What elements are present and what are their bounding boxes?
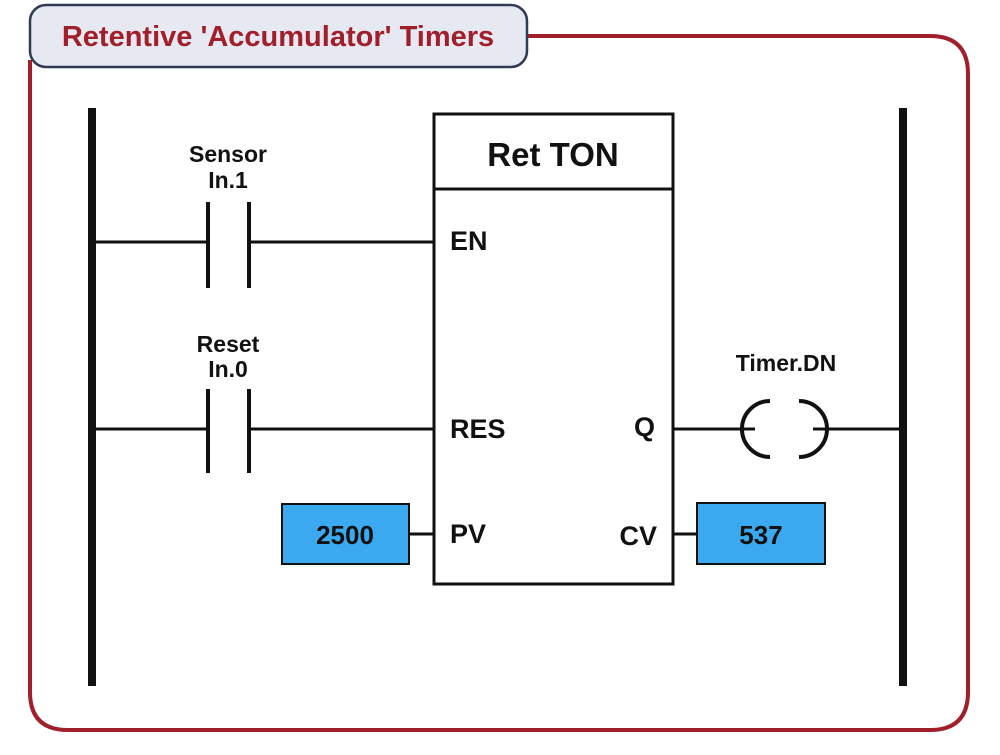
rung-enable: Sensor In.1 (92, 141, 434, 288)
input-en-label: EN (450, 226, 488, 256)
output-cv-label: CV (619, 521, 657, 551)
output-q-label: Q (634, 412, 655, 442)
current-value-box: 537 (673, 502, 826, 565)
rung-output: Timer.DN (673, 350, 903, 459)
preset-value-box: 2500 (281, 503, 434, 565)
coil-label: Timer.DN (736, 350, 837, 376)
timer-block-title: Ret TON (487, 136, 618, 173)
input-res-label: RES (450, 414, 506, 444)
sensor-contact-address: In.1 (208, 167, 248, 193)
preset-value: 2500 (316, 520, 374, 550)
outer-frame (28, 34, 970, 732)
reset-contact (206, 389, 251, 473)
reset-contact-address: In.0 (208, 356, 248, 382)
current-value: 537 (739, 520, 782, 550)
done-coil (740, 399, 829, 459)
rung-reset: Reset In.0 (92, 331, 434, 473)
title-banner: Retentive 'Accumulator' Timers (28, 3, 529, 69)
reset-contact-label: Reset (197, 331, 260, 357)
sensor-contact-label: Sensor (189, 141, 267, 167)
timer-block: Ret TON EN RES PV Q CV (432, 112, 675, 586)
page-title: Retentive 'Accumulator' Timers (62, 21, 494, 53)
sensor-contact (206, 202, 251, 288)
input-pv-label: PV (450, 519, 486, 549)
